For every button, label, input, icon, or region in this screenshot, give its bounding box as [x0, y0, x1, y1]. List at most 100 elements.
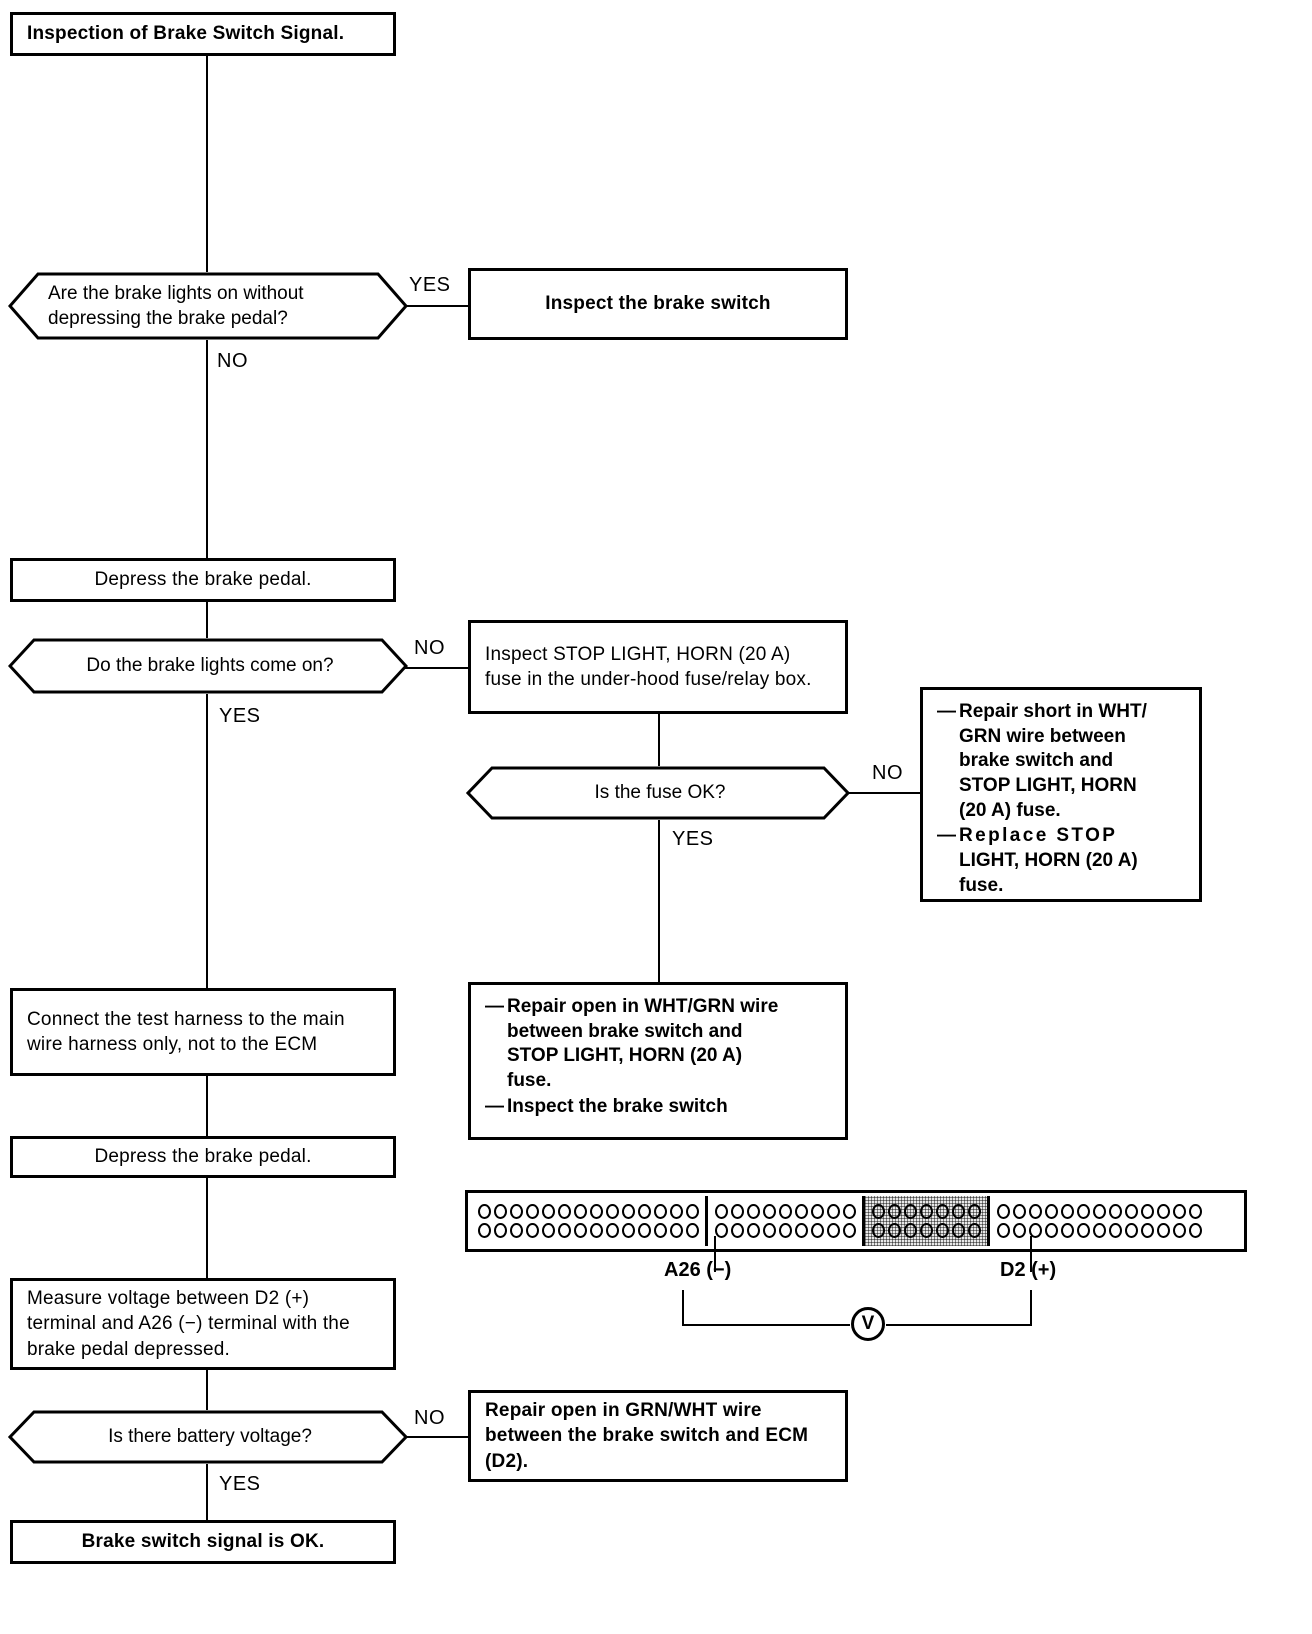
- connector-pin: [951, 1204, 965, 1219]
- node-q-battery-voltage-label: Is there battery voltage?: [108, 1426, 312, 1448]
- connector-pin: [842, 1223, 856, 1238]
- connector-q3-no: [846, 792, 922, 794]
- connector-pin: [621, 1223, 635, 1238]
- replace-fuse-line-3: fuse.: [959, 874, 1004, 896]
- connector-pin: [1092, 1223, 1106, 1238]
- node-q-lights-come-on-label: Do the brake lights come on?: [86, 655, 334, 677]
- connector-pin: [1012, 1204, 1026, 1219]
- terminal-label-a26: A26 (−): [664, 1259, 732, 1281]
- node-start-label: Inspection of Brake Switch Signal.: [27, 23, 345, 45]
- connector-harness-to-depress2: [206, 1076, 208, 1136]
- node-end-ok-label: Brake switch signal is OK.: [81, 1531, 325, 1553]
- connector-start-to-q1: [206, 56, 208, 272]
- edge-label-yes-4: YES: [219, 1473, 261, 1495]
- connector-pin: [1140, 1223, 1154, 1238]
- hexagon-shape: [8, 1410, 408, 1464]
- connector-pin: [541, 1223, 555, 1238]
- connector-q2-yes: [206, 694, 208, 988]
- connector-pin: [637, 1204, 651, 1219]
- connector-pin: [919, 1223, 933, 1238]
- connector-pin: [714, 1204, 728, 1219]
- connector-pin: [919, 1204, 933, 1219]
- meter-wire-left: [682, 1324, 850, 1326]
- connector-segment-b: [708, 1196, 865, 1246]
- connector-pin: [589, 1223, 603, 1238]
- connector-pin: [794, 1223, 808, 1238]
- connector-segment-a: [471, 1196, 708, 1246]
- pin-row: [995, 1221, 1203, 1240]
- list-item: — Inspect the brake switch: [485, 1095, 833, 1120]
- connector-pin: [669, 1223, 683, 1238]
- node-repair-open-grn-wht-label: Repair open in GRN/WHT wire between the …: [485, 1400, 809, 1472]
- repair-open-line-1: Repair open in WHT/GRN wire: [507, 996, 779, 1017]
- repair-short-line-1: Repair short in WHT/: [959, 701, 1147, 722]
- connector-pin: [637, 1223, 651, 1238]
- node-inspect-fuse-label: Inspect STOP LIGHT, HORN (20 A) fuse in …: [485, 643, 812, 690]
- connector-pin: [871, 1204, 885, 1219]
- connector-pin: [1092, 1204, 1106, 1219]
- connector-measure-to-q4: [206, 1370, 208, 1410]
- repair-open-line-4: fuse.: [507, 1070, 552, 1092]
- edge-label-yes-1: YES: [409, 274, 451, 296]
- connector-pin: [778, 1204, 792, 1219]
- connector-pin: [871, 1223, 885, 1238]
- connector-pin: [1156, 1204, 1170, 1219]
- connector-q1-no: [206, 340, 208, 558]
- connector-pin: [557, 1223, 571, 1238]
- pin-row: [476, 1202, 700, 1221]
- connector-pin: [1188, 1223, 1202, 1238]
- connector-pin: [903, 1223, 917, 1238]
- connector-pin: [967, 1204, 981, 1219]
- connector-pin: [1124, 1204, 1138, 1219]
- connector-pin: [573, 1223, 587, 1238]
- connector-pin: [653, 1223, 667, 1238]
- hexagon-shape: [8, 638, 408, 694]
- pin-row: [476, 1221, 700, 1240]
- connector-pin: [509, 1223, 523, 1238]
- replace-fuse-line-1: Replace STOP: [959, 825, 1118, 847]
- repair-short-line-3: brake switch and: [959, 750, 1114, 772]
- node-measure-voltage: Measure voltage between D2 (+) terminal …: [10, 1278, 396, 1370]
- edge-label-no-3: NO: [872, 762, 903, 784]
- connector-pointer-d2: [1030, 1236, 1032, 1272]
- connector-pin: [826, 1223, 840, 1238]
- node-depress-pedal-2-label: Depress the brake pedal.: [94, 1146, 312, 1168]
- node-connect-test-harness-label: Connect the test harness to the main wir…: [27, 1008, 345, 1055]
- node-repair-open-grn-wht: Repair open in GRN/WHT wire between the …: [468, 1390, 848, 1482]
- connector-pin: [1060, 1204, 1074, 1219]
- connector-pin: [730, 1204, 744, 1219]
- connector-segment-c: [865, 1196, 990, 1246]
- connector-pin: [762, 1223, 776, 1238]
- connector-pin: [935, 1204, 949, 1219]
- connector-pin: [996, 1223, 1010, 1238]
- connector-pin: [1044, 1204, 1058, 1219]
- edge-label-yes-2: YES: [219, 705, 261, 727]
- connector-pin: [842, 1204, 856, 1219]
- connector-pin: [589, 1204, 603, 1219]
- node-q-lights-without-pedal-label: Are the brake lights on without depressi…: [48, 282, 304, 329]
- connector-pin: [887, 1204, 901, 1219]
- connector-q3-yes: [658, 820, 660, 982]
- dash-bullet-icon: —: [485, 1095, 504, 1117]
- connector-pin: [1172, 1223, 1186, 1238]
- connector-pin: [951, 1223, 965, 1238]
- connector-pin: [1140, 1204, 1154, 1219]
- repair-short-line-5: (20 A) fuse.: [959, 799, 1061, 821]
- node-q-lights-come-on: Do the brake lights come on?: [8, 638, 408, 694]
- pin-row: [870, 1221, 982, 1240]
- connector-pin: [1028, 1223, 1042, 1238]
- connector-pin: [1076, 1223, 1090, 1238]
- connector-pin: [935, 1223, 949, 1238]
- hexagon-shape: [466, 766, 850, 820]
- connector-depress1-to-q2: [206, 602, 208, 638]
- connector-pin: [493, 1204, 507, 1219]
- repair-short-line-4: STOP LIGHT, HORN: [959, 775, 1137, 797]
- node-repair-open-wht-grn: — Repair open in WHT/GRN wire between br…: [468, 982, 848, 1140]
- connector-pin: [778, 1223, 792, 1238]
- connector-pin: [605, 1223, 619, 1238]
- connector-pin: [557, 1204, 571, 1219]
- connector-pin: [1108, 1223, 1122, 1238]
- connector-pin: [525, 1204, 539, 1219]
- node-q-battery-voltage: Is there battery voltage?: [8, 1410, 408, 1464]
- connector-pin: [730, 1223, 744, 1238]
